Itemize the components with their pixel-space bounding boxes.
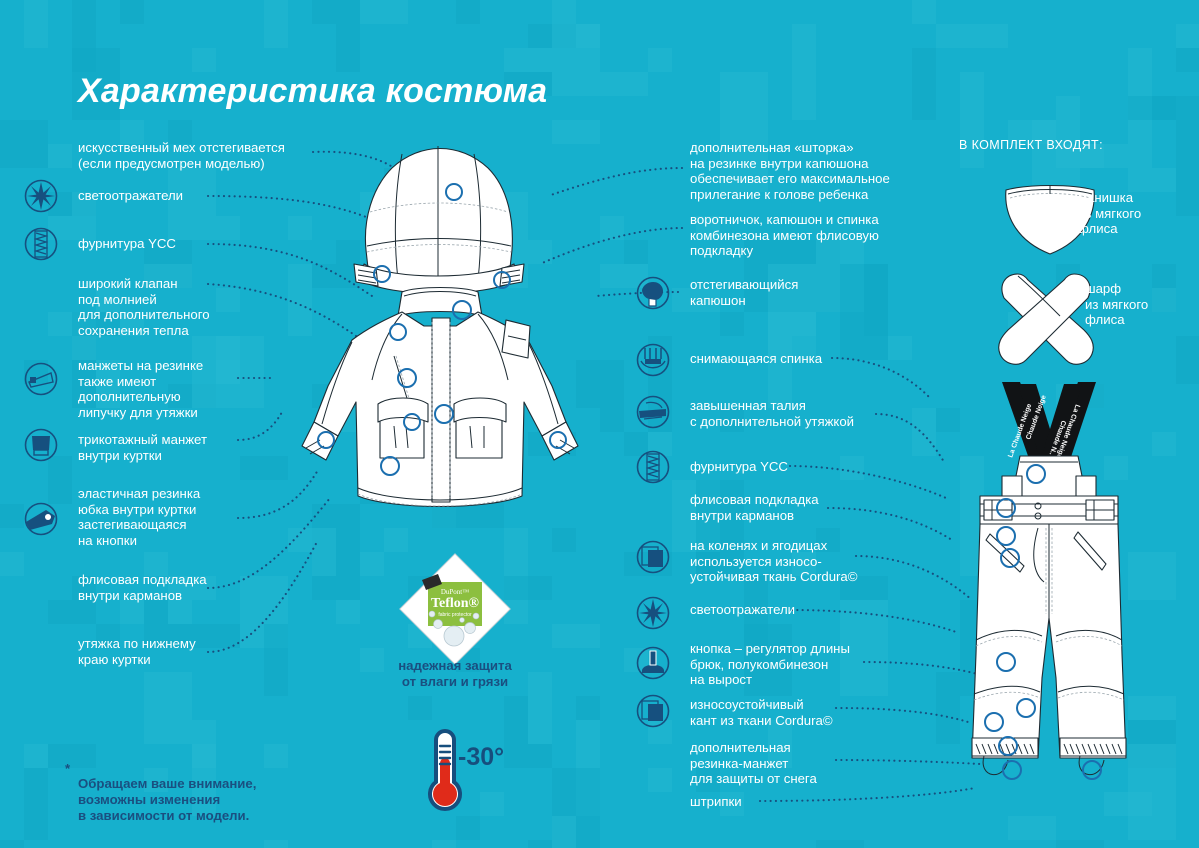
fabric-icon — [636, 694, 670, 728]
feature-hood-curtain: дополнительная «шторка» на резинке внутр… — [690, 140, 890, 202]
feature-knit-cuff: трикотажный манжет внутри куртки — [78, 432, 207, 463]
feature-reflectors-2: светоотражатели — [690, 602, 796, 617]
waist-icon — [636, 395, 670, 429]
knit-cuff-icon — [24, 428, 58, 462]
zipper-icon — [636, 450, 670, 484]
starburst-icon — [636, 596, 670, 630]
thermometer-icon — [428, 729, 462, 811]
svg-text:Chaude N..: Chaude N.. — [1048, 419, 1067, 456]
feature-length-snap: кнопка – регулятор длины брюк, полукомби… — [690, 641, 850, 688]
svg-text:La Chaude Neige: La Chaude Neige — [1007, 403, 1033, 459]
page-title: Характеристика костюма — [78, 72, 548, 110]
jacket-illustration — [301, 146, 579, 508]
zipper-icon — [24, 227, 58, 261]
svg-text:DuPont™: DuPont™ — [441, 588, 469, 596]
scarf-illustration — [998, 273, 1094, 365]
footnote: * Обращаем ваше внимание, возможны измене… — [65, 760, 257, 824]
pants-illustration: La Chaude Neige La Chaude Neige Chaude N… — [971, 382, 1127, 780]
feature-reflectors: светоотражатели — [78, 188, 184, 203]
temperature-value: -30° — [458, 743, 505, 771]
feature-fake-fur: искусственный мех отстегивается (если пр… — [78, 140, 285, 171]
feature-elastic-cuffs: манжеты на резинке также имеют дополните… — [78, 358, 204, 420]
feature-cordura-knees: на коленях и ягодицах используется износ… — [690, 538, 858, 585]
svg-text:Chaude Neige: Chaude Neige — [1025, 394, 1048, 440]
feature-wide-flap: широкий клапан под молнией для дополните… — [78, 276, 210, 338]
feature-ycc-hardware-2: фурнитура YCC — [690, 459, 788, 474]
teflon-badge: DuPont™ Teflon® fabric protector — [399, 553, 511, 665]
feature-snow-gaiter: дополнительная резинка-манжет для защиты… — [690, 740, 817, 787]
feature-high-waist: завышенная талия с дополнительной утяжко… — [690, 398, 855, 429]
feature-hem-drawcord: утяжка по нижнему краю куртки — [78, 636, 196, 667]
feature-cordura-edge: износоустойчивый кант из ткани Cordura© — [690, 697, 833, 728]
kit-item-scarf-label: шарф из мягкого флиса — [1085, 281, 1149, 328]
footnote-asterisk: * — [65, 761, 71, 776]
cuff-icon — [24, 362, 58, 396]
footnote-text: Обращаем ваше внимание, возможны изменен… — [78, 776, 257, 823]
svg-text:Teflon®: Teflon® — [431, 596, 480, 611]
svg-text:La Chaude Neige: La Chaude Neige — [1055, 403, 1081, 459]
feature-fleece-pockets: флисовая подкладка внутри карманов — [78, 572, 207, 603]
feature-fleece-lining: воротничок, капюшон и спинка комбинезона… — [690, 212, 879, 259]
feature-fleece-pockets-2: флисовая подкладка внутри карманов — [690, 492, 819, 523]
feature-removable-bib: снимающаяся спинка — [690, 351, 823, 366]
kit-heading: В КОМПЛЕКТ ВХОДЯТ: — [959, 138, 1103, 152]
feature-ycc-hardware: фурнитура YCC — [78, 236, 176, 251]
feature-snow-skirt: эластичная резинка юбка внутри куртки за… — [78, 486, 201, 548]
fabric-icon — [636, 540, 670, 574]
kit-item-dickey-label: манишка из мягкого флиса — [1078, 190, 1142, 237]
starburst-icon — [24, 179, 58, 213]
snap-icon — [636, 646, 670, 680]
snap-band-icon — [24, 502, 58, 536]
feature-detach-hood: отстегивающийся капюшон — [690, 277, 799, 308]
feature-stirrups: штрипки — [690, 794, 742, 809]
svg-text:fabric protector: fabric protector — [438, 612, 472, 618]
suspenders-icon — [636, 343, 670, 377]
hood-icon — [636, 276, 670, 310]
teflon-caption: надежная защита от влаги и грязи — [398, 658, 512, 689]
